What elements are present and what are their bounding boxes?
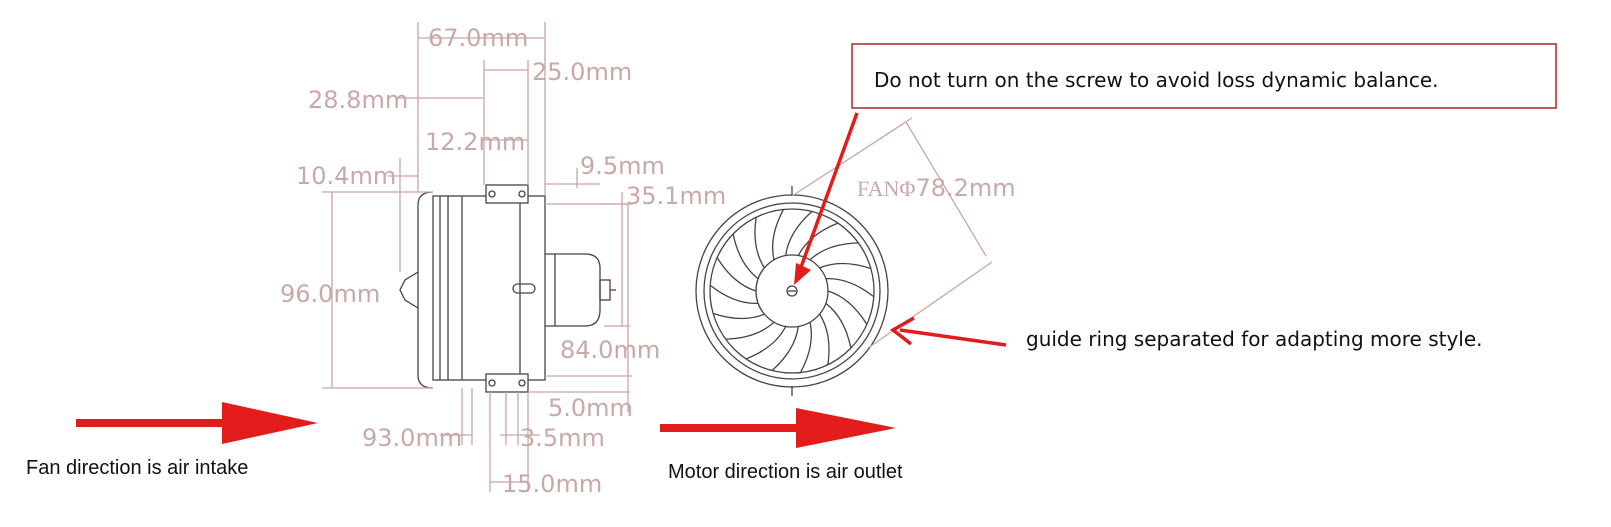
side-view [399,184,616,393]
guide-ring-arrow [899,328,1007,347]
screw-warning-box [851,43,1557,109]
side-slot [512,283,536,294]
dim-15: 15.0mm [502,470,602,498]
intake-lip [417,191,434,389]
fan-blade [825,302,852,349]
front-view [695,186,889,396]
fan-blade [819,313,830,365]
fan-blade [799,322,813,373]
dim-84: 84.0mm [560,336,660,364]
motor-direction-caption: Motor direction is air outlet [668,461,903,483]
dim-93: 93.0mm [362,424,462,452]
fan-blade [771,326,799,371]
fan-blade [754,217,765,269]
dim-28-8: 28.8mm [308,86,408,114]
outer-shroud [695,194,889,388]
fan-blade [819,262,872,270]
fan-blade [785,211,813,256]
fan-direction-caption: Fan direction is air intake [26,457,248,479]
fan-blade [725,321,775,340]
fan-blade [712,312,765,320]
dim-96: 96.0mm [280,280,380,308]
fan-blade [709,284,759,304]
fan-blade [745,326,787,360]
fan-diameter-label: FANΦ78.2mm [857,174,1016,202]
mount-tab-top [485,184,529,204]
dim-35-1: 35.1mm [626,182,726,210]
dimension-lines [322,22,632,492]
fan-blade [732,233,759,280]
nose-cone [399,271,419,309]
center-screw [786,285,798,297]
shroud [432,195,546,381]
dim-25: 25.0mm [532,58,632,86]
guide-ring [703,202,881,380]
fan-blade [716,257,757,292]
fan-blade [827,290,868,325]
dim-10-4: 10.4mm [296,162,396,190]
dim-9-5: 9.5mm [580,152,665,180]
intake-arrow [76,402,318,444]
fan-blade [809,242,859,261]
fan-blade [771,209,785,260]
screw-arrow [798,112,859,271]
dim-3-5: 3.5mm [520,424,605,452]
fan-blade [797,222,839,256]
motor-can [545,253,601,327]
outlet-arrow [660,408,896,448]
mount-tab-bottom [485,373,529,393]
screw-warning-text: Do not turn on the screw to avoid loss d… [874,68,1439,92]
guide-ring-text: guide ring separated for adapting more s… [1026,327,1483,351]
dim-67: 67.0mm [428,24,528,52]
dim-12-2: 12.2mm [425,128,525,156]
fan-blade [825,278,875,298]
fan-diameter-dim [791,117,993,349]
dim-5: 5.0mm [548,394,633,422]
